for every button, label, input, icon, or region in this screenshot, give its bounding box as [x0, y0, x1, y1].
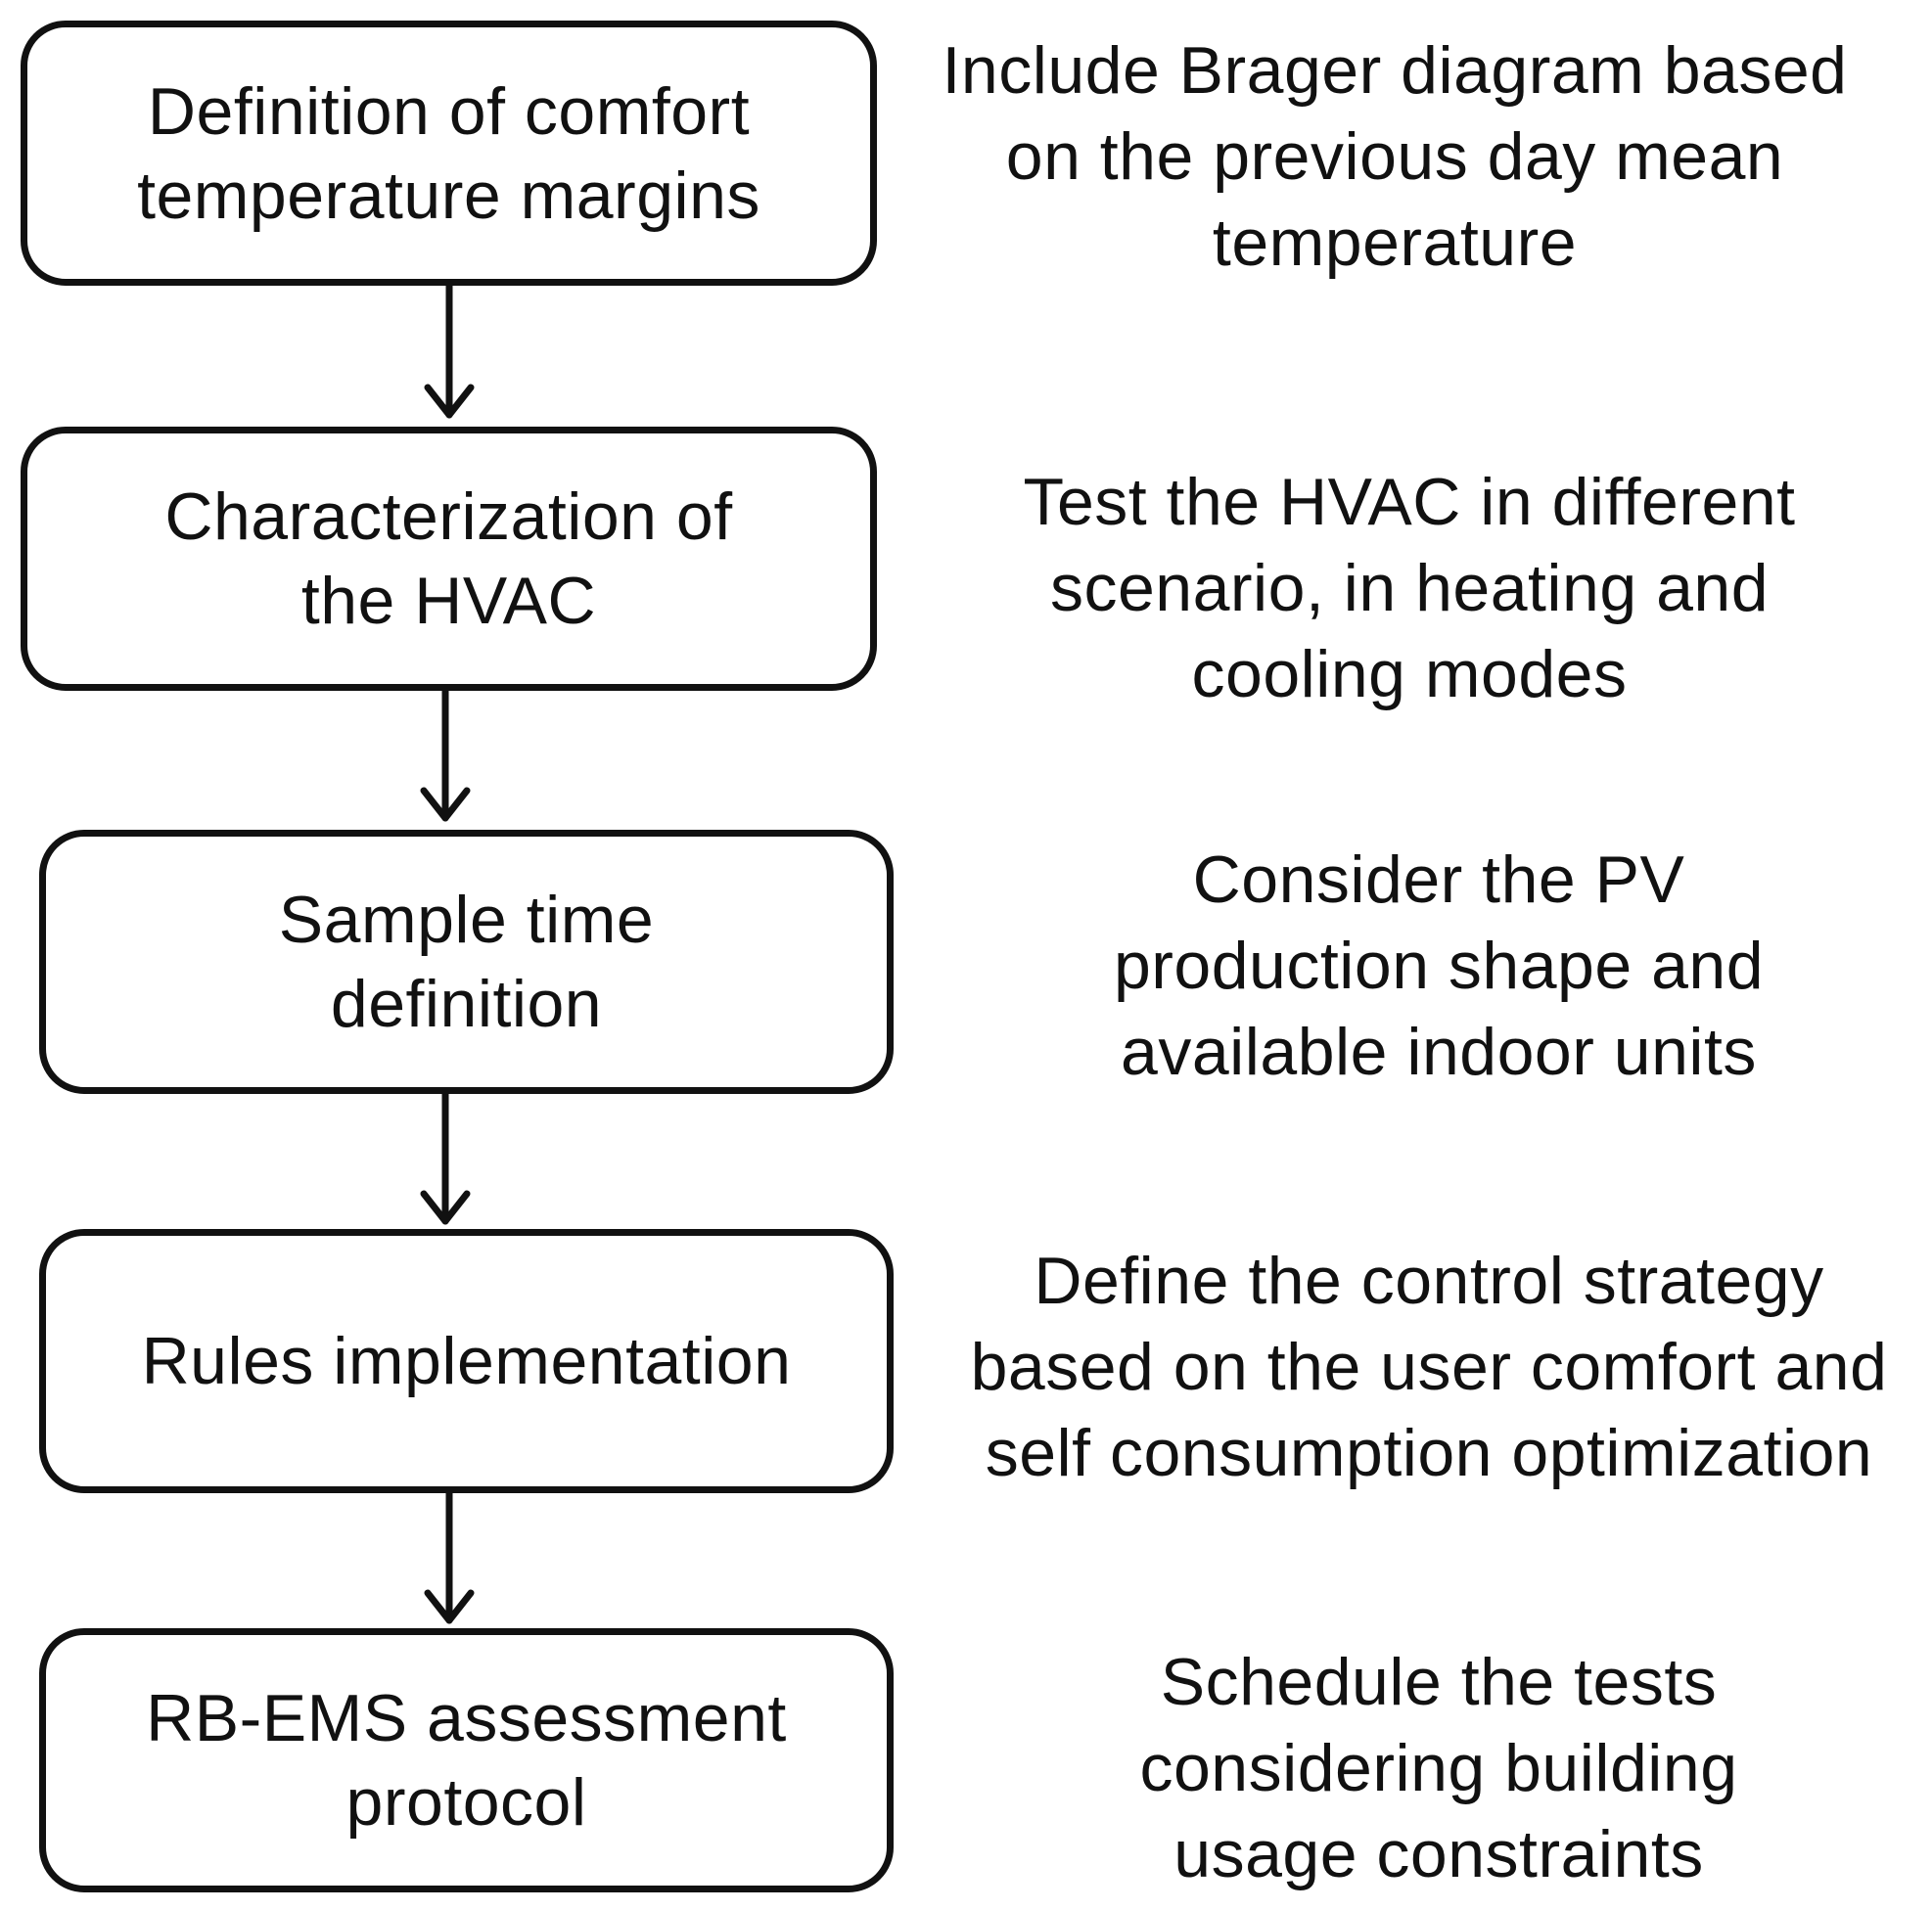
arrow-head-2 — [420, 787, 471, 822]
step-note-5: Schedule the tests considering building … — [1139, 1645, 1738, 1891]
step-box-3: Sample time definition — [39, 830, 894, 1094]
arrow-head-1 — [424, 384, 475, 419]
step-note-3: Consider the PV production shape and ava… — [1113, 842, 1765, 1089]
step-label-2: Characterization of the HVAC — [164, 479, 733, 638]
step-box-5: RB-EMS assessment protocol — [39, 1628, 894, 1892]
step-note-4: Define the control strategy based on the… — [970, 1244, 1888, 1490]
step-label-1: Definition of comfort temperature margin… — [137, 73, 760, 233]
step-label-5: RB-EMS assessment protocol — [146, 1681, 787, 1840]
step-label-3: Sample time definition — [278, 883, 655, 1041]
step-box-1: Definition of comfort temperature margin… — [21, 21, 877, 286]
step-box-4: Rules implementation — [39, 1229, 894, 1493]
step-note-1: Include Brager diagram based on the prev… — [942, 33, 1848, 280]
arrow-head-3 — [420, 1190, 471, 1225]
step-box-2: Characterization of the HVAC — [21, 427, 877, 691]
step-note-2: Test the HVAC in different scenario, in … — [1023, 465, 1796, 711]
arrow-head-4 — [424, 1589, 475, 1624]
step-label-4: Rules implementation — [141, 1324, 792, 1398]
